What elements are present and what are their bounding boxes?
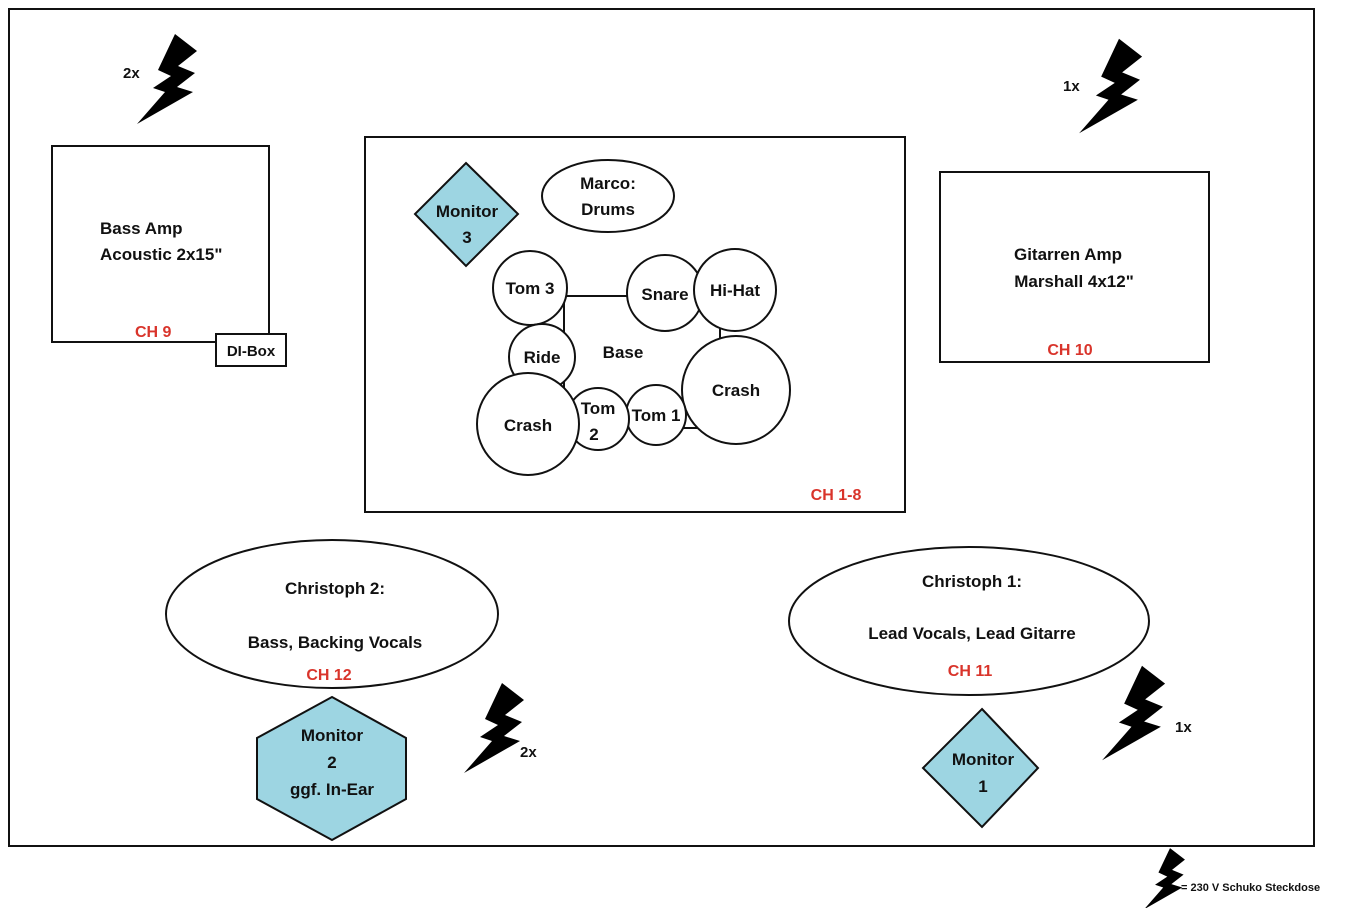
power-count: 1x bbox=[1175, 719, 1192, 736]
snare: Snare bbox=[626, 254, 704, 332]
stage-border bbox=[8, 8, 1315, 847]
lightning-bolt-icon bbox=[1079, 38, 1143, 134]
tom-2: Tom 2 bbox=[566, 387, 630, 451]
crash-left-label: Crash bbox=[504, 416, 552, 435]
bass-amp-model: Acoustic 2x15" bbox=[100, 245, 222, 264]
christoph-2-channel: CH 12 bbox=[306, 667, 351, 684]
monitor-3: Monitor 3 bbox=[413, 161, 520, 268]
power-outlet-top-right: 1x bbox=[1063, 38, 1143, 134]
legend-text: = 230 V Schuko Steckdose bbox=[1181, 882, 1320, 894]
monitor-1-number: 1 bbox=[978, 777, 987, 796]
hi-hat-label: Hi-Hat bbox=[710, 281, 760, 300]
monitor-2: Monitor 2 ggf. In-Ear bbox=[256, 695, 407, 842]
power-count: 2x bbox=[520, 744, 537, 761]
drummer-role: Drums bbox=[581, 200, 635, 219]
tom-3: Tom 3 bbox=[492, 250, 568, 326]
monitor-1: Monitor 1 bbox=[921, 707, 1040, 829]
power-outlet-bottom-right: 1x bbox=[1102, 665, 1192, 761]
bass-amp-title: Bass Amp bbox=[100, 219, 183, 238]
guitar-amp-channel: CH 10 bbox=[1047, 342, 1092, 359]
power-outlet-bottom-mid: 2x bbox=[464, 683, 537, 773]
base-label: Base bbox=[603, 343, 644, 362]
crash-left: Crash bbox=[476, 372, 580, 476]
christoph-1-role: Lead Vocals, Lead Gitarre bbox=[868, 624, 1076, 643]
legend: = 230 V Schuko Steckdose bbox=[1144, 848, 1320, 908]
lightning-bolt-icon bbox=[1144, 848, 1185, 908]
guitar-amp-model: Marshall 4x12" bbox=[1014, 272, 1134, 291]
monitor-3-number: 3 bbox=[462, 228, 471, 247]
tom-2-label: Tom bbox=[581, 399, 616, 418]
christoph-1-position: Christoph 1: Lead Vocals, Lead Gitarre C… bbox=[788, 546, 1150, 696]
christoph-2-role: Bass, Backing Vocals bbox=[248, 633, 423, 652]
snare-label: Snare bbox=[641, 285, 688, 304]
tom-1: Tom 1 bbox=[625, 384, 687, 446]
guitar-amp: Gitarren Amp Marshall 4x12" CH 10 bbox=[939, 171, 1210, 363]
drums-channel: CH 1-8 bbox=[811, 487, 862, 504]
power-outlet-top-left: 2x bbox=[123, 34, 197, 124]
ride-label: Ride bbox=[524, 348, 561, 367]
christoph-2-name: Christoph 2: bbox=[285, 579, 385, 598]
lightning-bolt-icon bbox=[1102, 665, 1166, 761]
drum-riser: Marco: Drums Monitor 3 Base Tom 3 Snare … bbox=[364, 136, 906, 513]
christoph-2-position: Christoph 2: Bass, Backing Vocals CH 12 bbox=[165, 539, 499, 689]
monitor-3-label: Monitor bbox=[436, 202, 499, 221]
tom-2-number: 2 bbox=[589, 425, 598, 444]
power-count: 1x bbox=[1063, 78, 1080, 95]
bass-amp-channel: CH 9 bbox=[135, 324, 172, 341]
christoph-1-channel: CH 11 bbox=[948, 663, 993, 680]
crash-right-label: Crash bbox=[712, 381, 760, 400]
monitor-2-number: 2 bbox=[327, 753, 336, 772]
guitar-amp-title: Gitarren Amp bbox=[1014, 245, 1122, 264]
di-box-label: DI-Box bbox=[227, 343, 276, 360]
hi-hat: Hi-Hat bbox=[693, 248, 777, 332]
bass-amp: Bass Amp Acoustic 2x15" CH 9 DI-Box bbox=[51, 145, 287, 367]
tom-1-label: Tom 1 bbox=[632, 406, 681, 425]
drummer-name: Marco: bbox=[580, 174, 636, 193]
monitor-2-note: ggf. In-Ear bbox=[290, 780, 374, 799]
tom-3-label: Tom 3 bbox=[506, 279, 555, 298]
monitor-1-label: Monitor bbox=[952, 750, 1015, 769]
lightning-bolt-icon bbox=[464, 683, 524, 773]
monitor-2-label: Monitor bbox=[301, 726, 364, 745]
power-count: 2x bbox=[123, 65, 140, 82]
crash-right: Crash bbox=[681, 335, 791, 445]
lightning-bolt-icon bbox=[137, 34, 197, 124]
christoph-1-name: Christoph 1: bbox=[922, 572, 1022, 591]
